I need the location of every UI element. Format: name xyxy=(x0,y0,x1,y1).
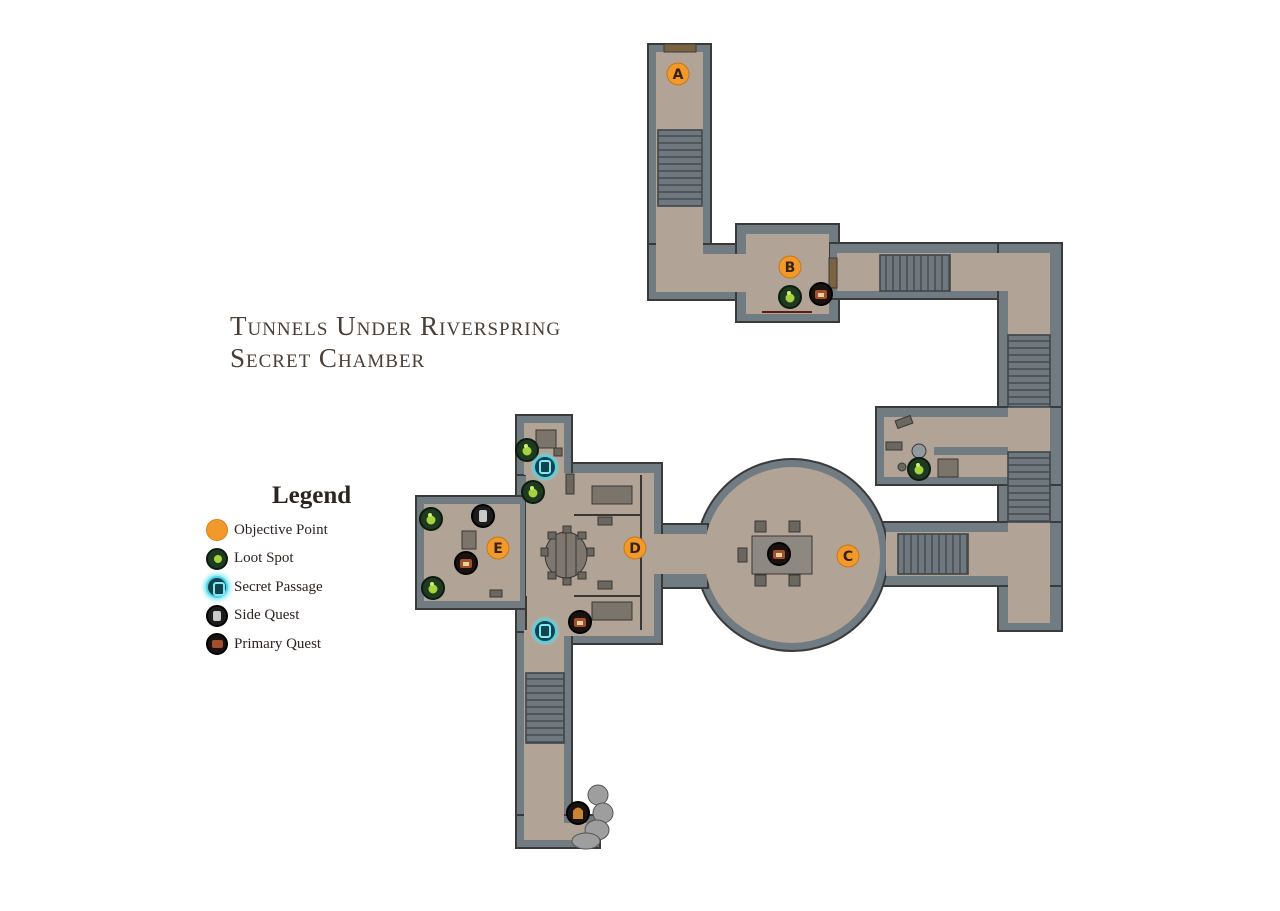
loot-spot-marker[interactable] xyxy=(421,576,445,600)
legend-title: Legend xyxy=(272,482,352,509)
loot-spot-marker[interactable] xyxy=(907,457,931,481)
loot-spot-icon xyxy=(206,547,228,570)
objective-letter: B xyxy=(785,260,796,276)
side-quest-icon xyxy=(206,604,228,627)
exit-door-marker[interactable] xyxy=(566,801,590,825)
objective-point-b: B xyxy=(778,255,802,279)
loot-spot-marker[interactable] xyxy=(419,507,443,531)
objective-point-c: C xyxy=(836,544,860,568)
objective-letter: C xyxy=(843,549,853,565)
legend: Legend Objective Point Loot Spot Secret … xyxy=(200,482,380,659)
room-b-door xyxy=(828,257,838,289)
legend-item-primary-quest: Primary Quest xyxy=(200,630,380,659)
primary-quest-marker[interactable] xyxy=(568,610,592,634)
side-quest-marker[interactable] xyxy=(471,504,495,528)
objective-point-a: A xyxy=(666,62,690,86)
legend-label: Objective Point xyxy=(234,521,328,538)
cave-rocks xyxy=(571,784,614,850)
legend-label: Secret Passage xyxy=(234,578,323,595)
loot-spot-marker[interactable] xyxy=(515,438,539,462)
map-title: Tunnels Under Riverspring Secret Chamber xyxy=(230,310,561,374)
primary-quest-marker[interactable] xyxy=(454,551,478,575)
legend-item-objective-point: Objective Point xyxy=(200,516,380,545)
primary-quest-icon xyxy=(206,633,228,656)
legend-label: Side Quest xyxy=(234,607,300,624)
secret-passage-marker[interactable] xyxy=(530,452,560,482)
furniture xyxy=(461,414,959,630)
stair-steps xyxy=(526,135,1050,743)
secret-passage-marker[interactable] xyxy=(530,616,560,646)
legend-label: Loot Spot xyxy=(234,550,294,567)
objective-point-icon xyxy=(206,519,228,542)
loot-spot-marker[interactable] xyxy=(521,480,545,504)
map-markers xyxy=(419,282,931,825)
objective-point-e: E xyxy=(486,536,510,560)
objective-points: A B C D E xyxy=(486,62,860,568)
legend-item-secret-passage: Secret Passage xyxy=(200,573,380,602)
objective-letter: E xyxy=(493,541,503,557)
legend-item-side-quest: Side Quest xyxy=(200,602,380,631)
legend-item-loot-spot: Loot Spot xyxy=(200,545,380,574)
map-title-line2: Secret Chamber xyxy=(230,343,426,373)
primary-quest-marker[interactable] xyxy=(767,542,791,566)
objective-letter: A xyxy=(673,67,684,83)
legend-label: Primary Quest xyxy=(234,635,322,652)
objective-letter: D xyxy=(629,541,641,557)
map-title-line1: Tunnels Under Riverspring xyxy=(230,311,562,341)
north-door xyxy=(663,43,697,53)
primary-quest-marker[interactable] xyxy=(809,282,833,306)
objective-point-d: D xyxy=(623,536,647,560)
loot-spot-marker[interactable] xyxy=(778,285,802,309)
secret-passage-icon xyxy=(206,576,228,599)
